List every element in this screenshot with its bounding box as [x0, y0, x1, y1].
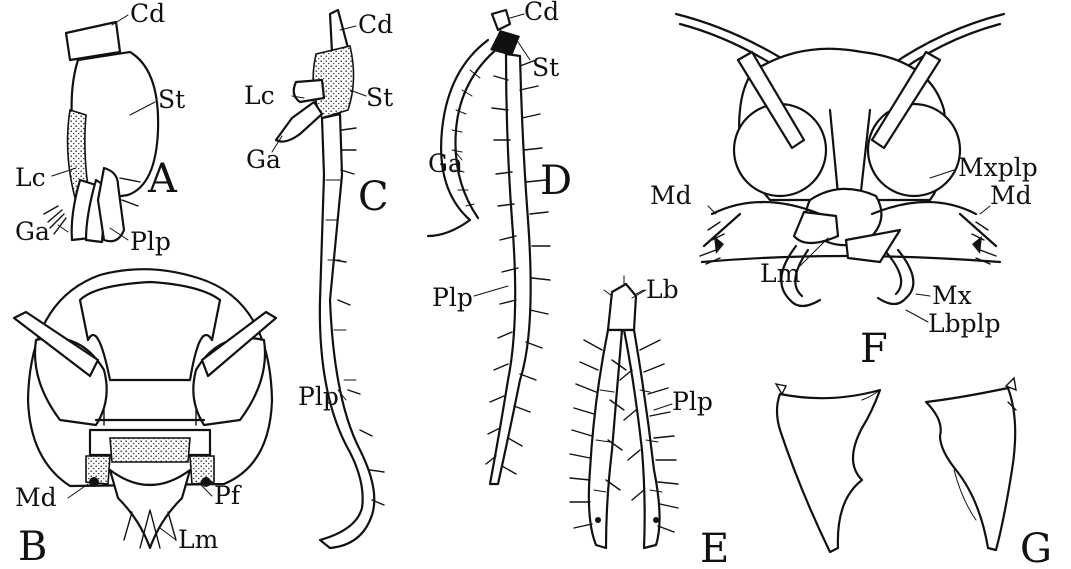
panel-e-letter: E [700, 526, 729, 569]
panel-b: Md Pf Lm B [14, 269, 276, 569]
panel-a-letter: A [147, 156, 178, 202]
label-d-cd: Cd [524, 0, 559, 26]
panel-g-letter: G [1020, 526, 1052, 569]
panel-b-letter: B [18, 524, 47, 569]
label-c-ga: Ga [246, 145, 281, 174]
label-b-lm: Lm [178, 525, 219, 554]
panel-f: Mxplp Md Md Lm Mx Lbplp F [650, 14, 1038, 372]
panel-e-drawing [570, 276, 678, 548]
panel-f-drawing [676, 14, 1004, 306]
label-f-mx: Mx [932, 281, 972, 310]
label-c-st: St [366, 83, 393, 112]
label-d-plp: Plp [432, 283, 473, 312]
label-b-md: Md [15, 483, 57, 512]
label-f-md-right: Md [990, 181, 1032, 210]
panel-g: G [776, 378, 1052, 569]
label-f-lbplp: Lbplp [928, 309, 1001, 338]
label-a-lc: Lc [15, 163, 46, 192]
panel-f-letter: F [860, 326, 888, 372]
panel-g-left-mandible [776, 384, 880, 552]
panel-a-drawing [44, 22, 158, 242]
label-a-plp: Plp [130, 227, 171, 256]
label-e-lb: Lb [646, 275, 679, 304]
panel-e: Lb Plp E [570, 275, 729, 569]
label-c-plp: Plp [298, 382, 339, 411]
label-a-st: St [158, 85, 185, 114]
label-b-pf: Pf [214, 481, 242, 510]
label-d-ga: Ga [428, 149, 463, 178]
label-a-ga: Ga [15, 217, 50, 246]
label-f-mxplp: Mxplp [958, 153, 1038, 182]
label-c-cd: Cd [358, 10, 393, 39]
label-e-plp: Plp [672, 387, 713, 416]
panel-c-letter: C [358, 174, 389, 220]
label-a-cd: Cd [130, 0, 165, 28]
label-c-lc: Lc [244, 81, 275, 110]
panel-a: Cd St Lc Ga Plp A [15, 0, 185, 256]
label-d-st: St [532, 53, 559, 82]
panel-g-right-mandible [926, 378, 1016, 550]
panel-c: Cd Lc St Ga Plp C [244, 10, 393, 548]
label-f-lm: Lm [760, 259, 801, 288]
panel-d-letter: D [540, 158, 572, 204]
label-f-md-left: Md [650, 181, 692, 210]
panel-d: Cd St Ga Plp D [428, 0, 572, 484]
